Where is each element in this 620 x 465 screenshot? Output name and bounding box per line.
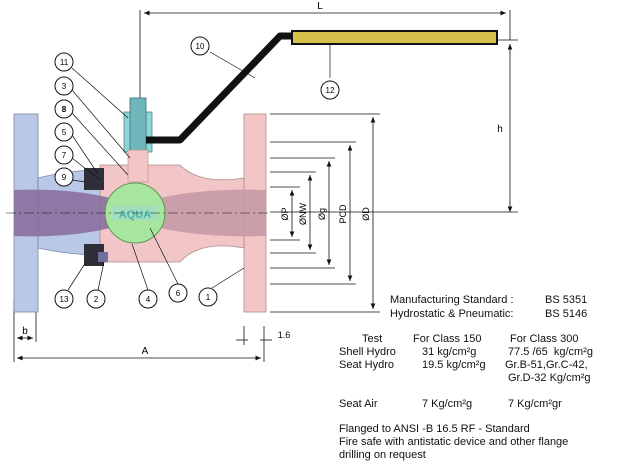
svg-text:11: 11 (60, 58, 69, 67)
callout-12: 12 (320, 80, 340, 100)
callout-5: 5 (54, 122, 74, 142)
svg-text:7: 7 (62, 151, 67, 160)
callout-4: 4 (138, 289, 158, 309)
header-class-150: For Class 150 (413, 333, 482, 345)
dim-h: h (497, 124, 503, 135)
row-seat-hydro-c300: Gr.B-51,Gr.C-42, (505, 359, 588, 371)
dim-g: Øg (317, 208, 327, 220)
row-shell-hydro-test: Shell Hydro (339, 346, 396, 358)
dim-A: A (142, 346, 149, 357)
callout-7: 7 (54, 145, 74, 165)
manufacturing-standard-value: BS 5351 (545, 294, 588, 306)
callout-9: 9 (54, 167, 74, 187)
row-seat-hydro-c300-cont: Gr.D-32 Kg/cm²g (508, 372, 591, 384)
svg-text:9: 9 (62, 173, 67, 182)
callout-6: 6 (168, 283, 188, 303)
note-flanged: Flanged to ANSI -B 16.5 RF - Standard (339, 423, 530, 435)
svg-text:1: 1 (206, 293, 211, 302)
row-shell-hydro-c300: 77.5 /65 kg/cm²g (508, 346, 593, 358)
dim-b: b (22, 326, 28, 337)
callout-10: 10 (190, 36, 210, 56)
manufacturing-standard-label: Manufacturing Standard : (390, 294, 514, 306)
dim-P: ØP (280, 207, 290, 220)
callout-8: 8 (54, 99, 74, 119)
svg-text:12: 12 (326, 86, 335, 95)
dimension-lines (13, 10, 518, 362)
header-test: Test (362, 333, 383, 345)
watermark-aqua: AQUA (119, 209, 151, 221)
row-seat-hydro-test: Seat Hydro (339, 359, 395, 371)
callout-13: 13 (54, 289, 74, 309)
svg-text:6: 6 (176, 289, 181, 298)
row-seat-air-test: Seat Air (339, 398, 378, 410)
svg-text:4: 4 (146, 295, 151, 304)
row-seat-hydro-c150: 19.5 kg/cm²g (422, 359, 486, 371)
dim-D: ØD (361, 207, 371, 221)
row-seat-air-c150: 7 Kg/cm²g (422, 398, 473, 410)
dim-L: L (317, 1, 323, 12)
callout-2: 2 (86, 289, 106, 309)
svg-text:2: 2 (94, 295, 99, 304)
svg-text:10: 10 (196, 42, 205, 51)
callout-1: 1 (198, 287, 218, 307)
hydro-standard-value: BS 5146 (545, 308, 588, 320)
row-shell-hydro-c150: 31 kg/cm²g (422, 346, 477, 358)
dim-PCD: PCD (338, 204, 348, 224)
callout-3: 3 (54, 76, 74, 96)
dim-gap: 1.6 (278, 330, 291, 340)
svg-text:13: 13 (60, 295, 69, 304)
svg-text:8: 8 (62, 105, 67, 114)
svg-text:5: 5 (62, 128, 67, 137)
note-fire-safe: Fire safe with antistatic device and oth… (339, 436, 569, 448)
svg-text:3: 3 (62, 82, 67, 91)
row-seat-air-c300: 7 Kg/cm²gr (508, 398, 562, 410)
note-drilling: drilling on request (339, 449, 426, 461)
callout-11: 11 (54, 52, 74, 72)
header-class-300: For Class 300 (510, 333, 579, 345)
dim-NW: ØNW (298, 203, 308, 226)
hydro-standard-label: Hydrostatic & Pneumatic: (390, 308, 514, 320)
